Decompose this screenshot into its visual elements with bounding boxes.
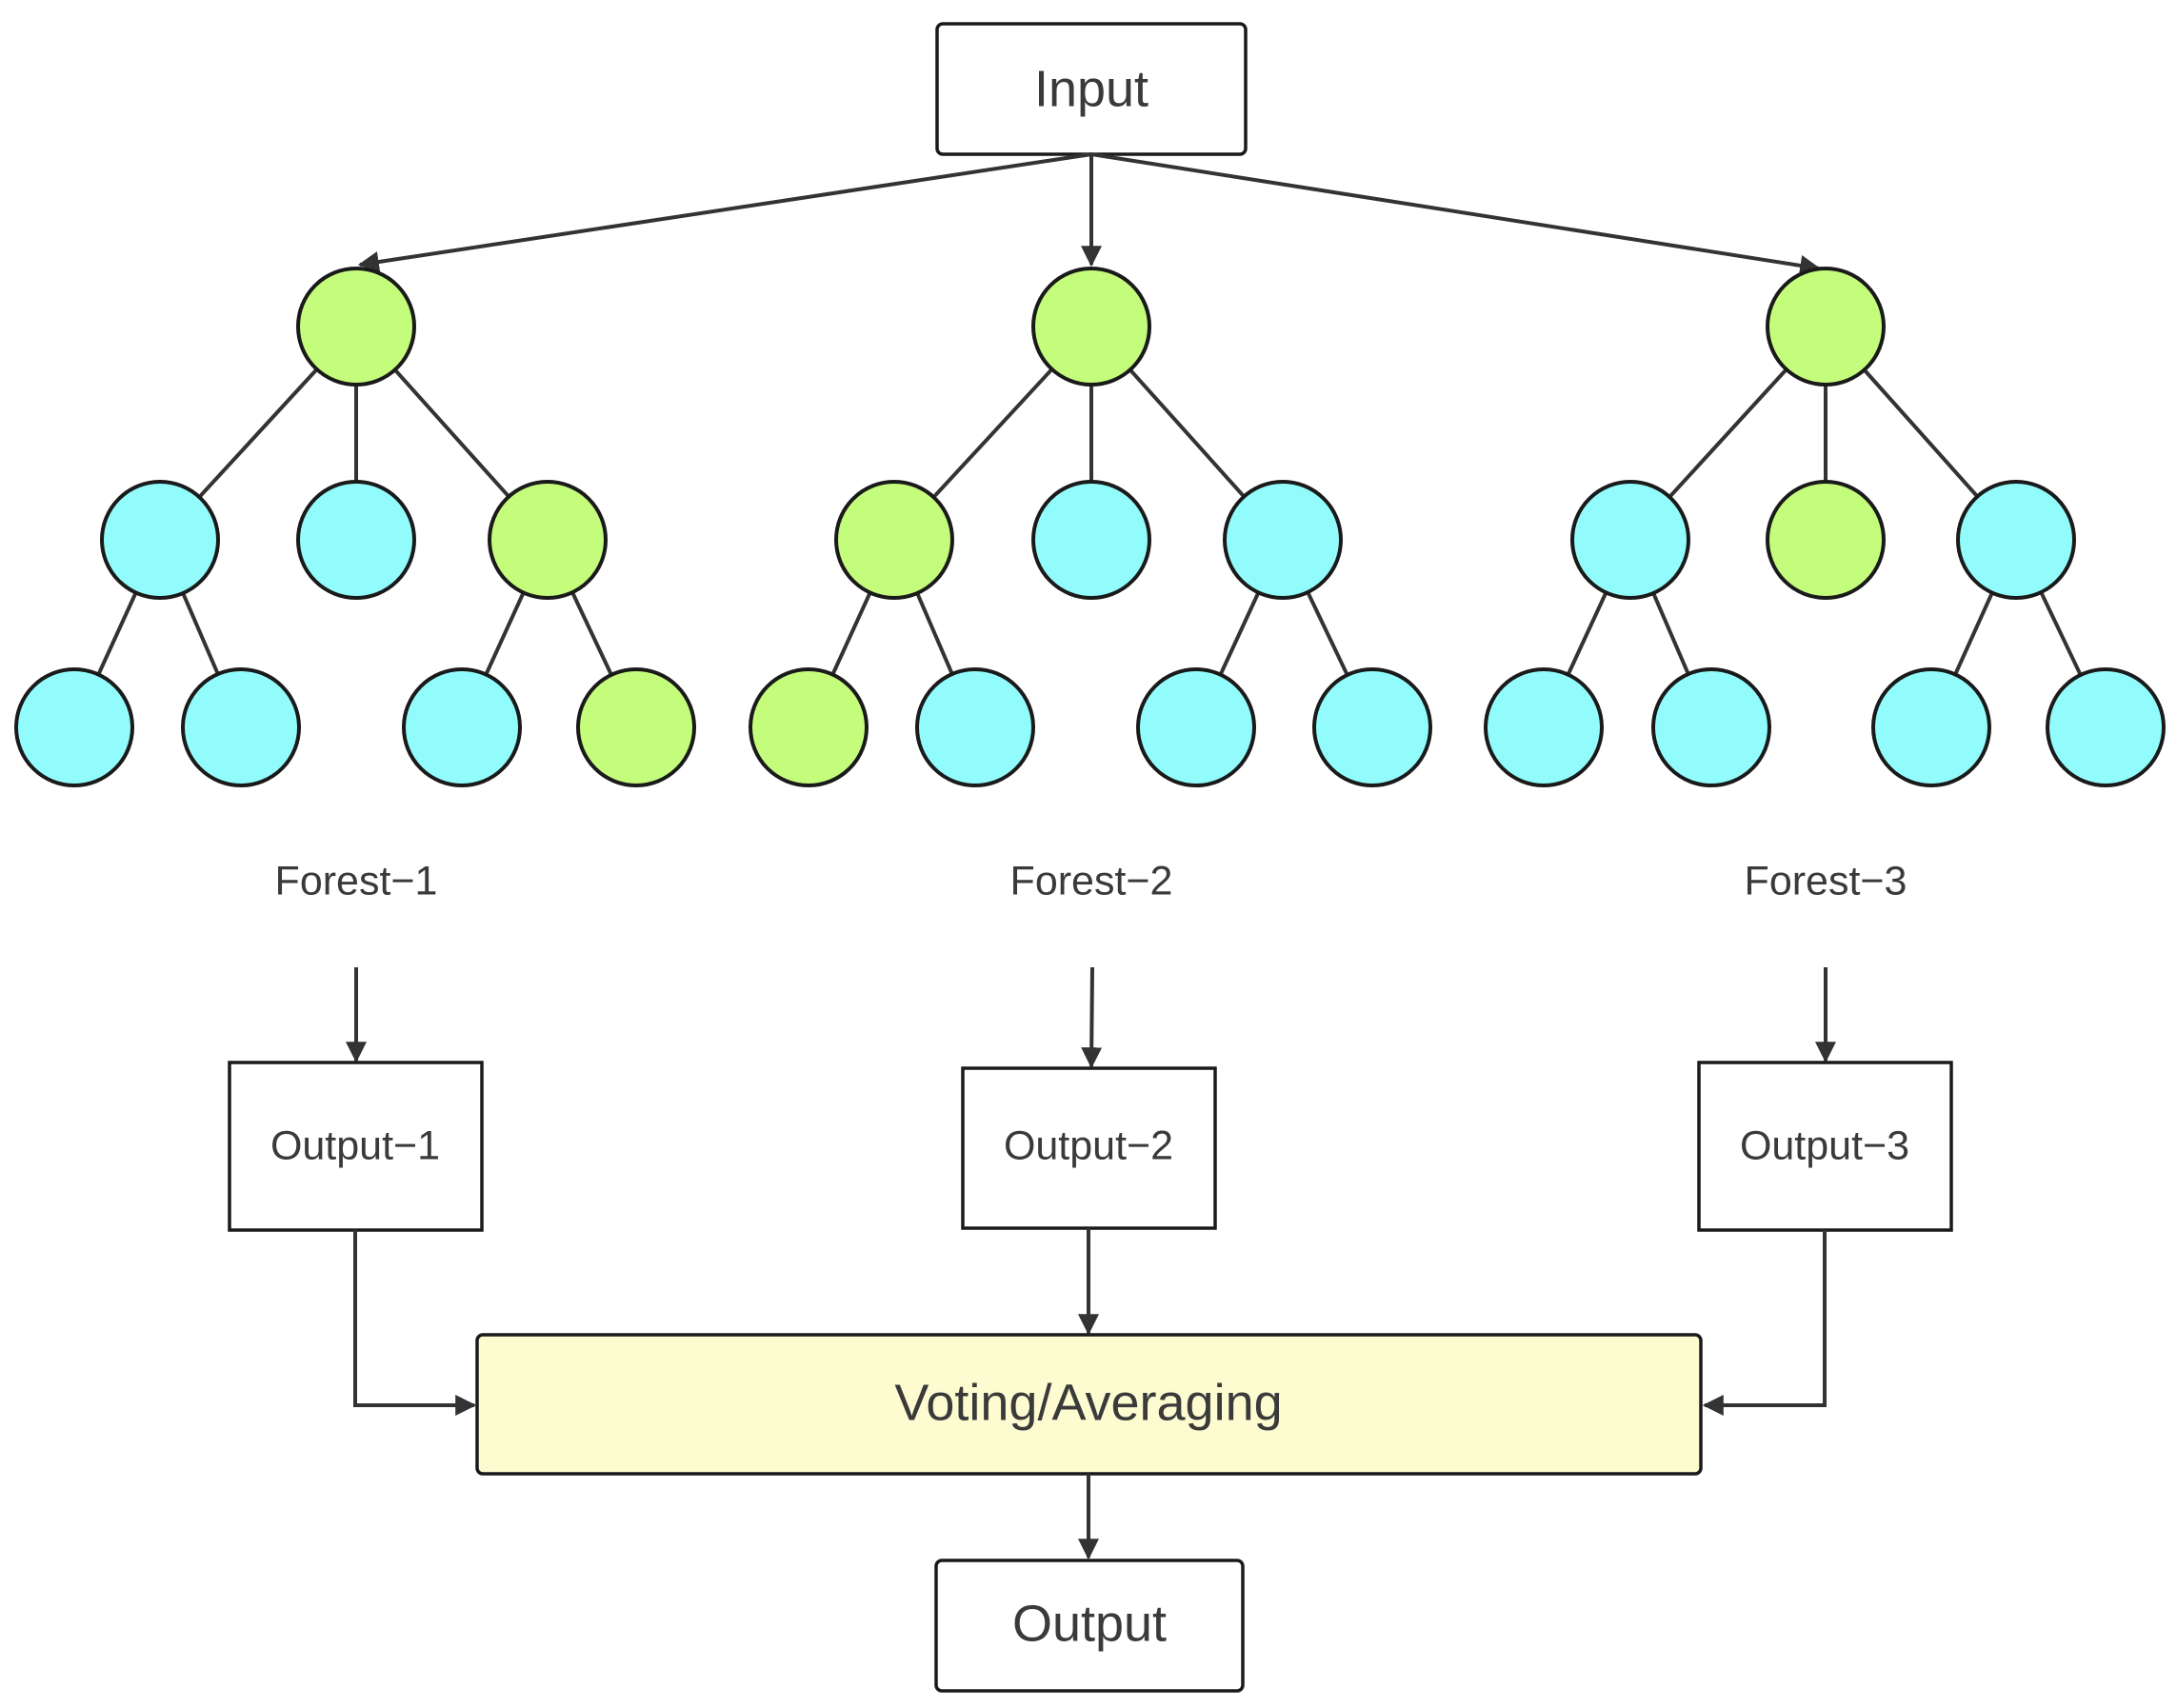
tree-node-cyan [1651,667,1771,787]
tree-node-cyan [1136,667,1256,787]
output-3-to-aggregator-arrow [1702,1230,1827,1416]
forest-output-connectors [346,966,1836,1069]
tree-node-cyan [2046,667,2166,787]
tree-node-cyan [100,480,220,600]
tree-node-cyan [1871,667,1991,787]
tree-edge [484,591,526,676]
input-node: Input [935,22,1248,156]
tree-node-cyan [296,480,416,600]
tree-edge [1953,591,1994,676]
tree-edge [96,591,138,676]
tree-edge [2039,591,2083,676]
forest-1 [14,267,696,787]
tree-node-cyan [14,667,134,787]
input-label: Input [1034,60,1148,117]
tree-edge [1863,368,1979,498]
input-connectors [357,152,1822,276]
output-1-node: Output−1 [228,1061,484,1232]
tree-edge [1566,591,1608,676]
tree-node-cyan [1484,667,1604,787]
tree-node-green [749,667,869,787]
tree-edge [181,592,220,675]
tree-node-cyan [1956,480,2076,600]
tree-edge [931,367,1054,499]
output-2-node: Output−2 [961,1066,1217,1230]
forest-2-label: Forest−2 [1010,858,1173,904]
tree-node-cyan [1223,480,1343,600]
tree-edge [1218,591,1261,676]
output-3-label: Output−3 [1740,1122,1909,1168]
tree-node-green [1766,267,1886,387]
tree-node-green [834,480,954,600]
aggregation-connectors [353,1228,1827,1416]
voting-averaging-label: Voting/Averaging [894,1374,1282,1431]
tree-edge [1668,367,1788,499]
tree-edge [197,367,319,499]
tree-edge [1306,591,1349,676]
tree-edge [1128,368,1246,498]
forest-3 [1484,267,2166,787]
tree-edge [830,591,872,676]
tree-node-cyan [1031,480,1151,600]
tree-node-cyan [402,667,522,787]
tree-node-green [296,267,416,387]
tree-node-green [576,667,696,787]
output-3-node: Output−3 [1697,1061,1953,1232]
forest-2-to-output-2-arrow [1081,966,1103,1069]
final-output-label: Output [1012,1595,1167,1652]
tree-node-cyan [1312,667,1432,787]
final-output-node: Output [934,1559,1245,1693]
tree-node-green [1766,480,1886,600]
output-1-to-aggregator-arrow [353,1230,477,1416]
output-2-label: Output−2 [1004,1122,1173,1168]
tree-node-cyan [915,667,1035,787]
input-to-forest-3-arrow [1090,152,1822,276]
tree-edge [1651,592,1690,675]
tree-node-green [488,480,608,600]
tree-edge [915,592,954,675]
output-1-label: Output−1 [270,1122,440,1168]
forest-1-label: Forest−1 [275,858,438,904]
tree-edge [393,368,510,498]
forest-3-label: Forest−3 [1745,858,1907,904]
input-to-forest-1-arrow [357,152,1092,272]
tree-edge [570,591,613,676]
voting-averaging-node: Voting/Averaging [475,1333,1703,1476]
tree-node-green [1031,267,1151,387]
forest-2 [749,267,1432,787]
tree-node-cyan [181,667,301,787]
tree-node-cyan [1570,480,1690,600]
